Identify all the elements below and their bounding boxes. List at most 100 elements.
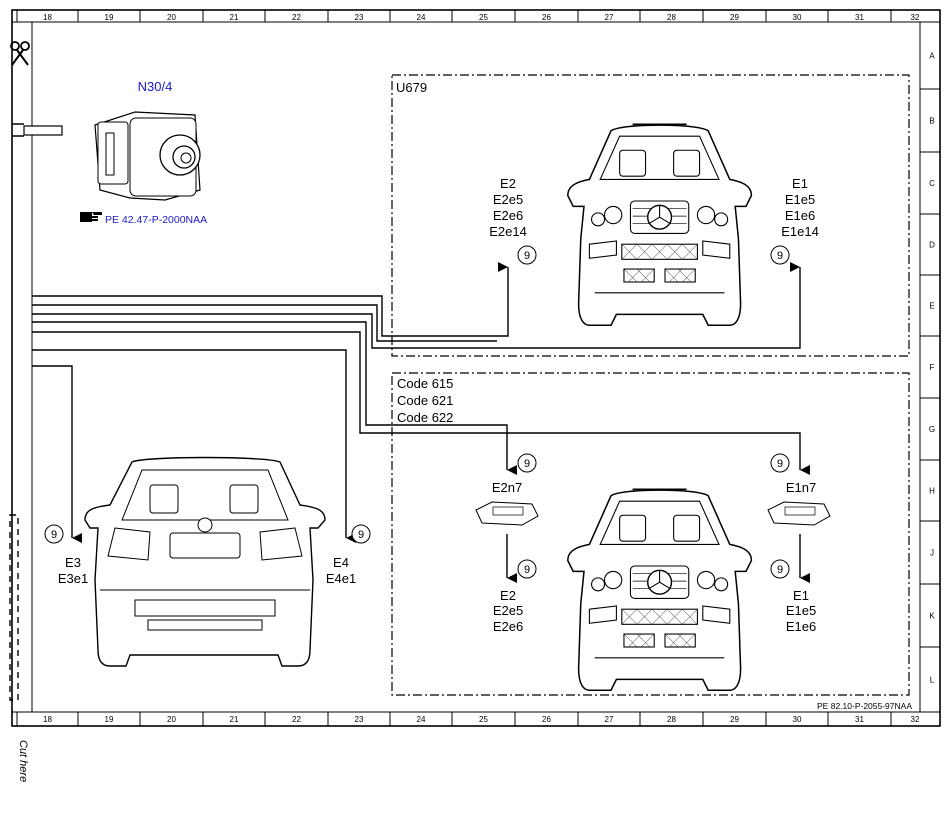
front-vehicle-codes bbox=[566, 488, 753, 692]
row-letter: B bbox=[929, 117, 934, 126]
svg-text:Code 615: Code 615 bbox=[397, 376, 453, 391]
svg-text:9: 9 bbox=[777, 564, 783, 576]
rear-left-ref-circle[interactable]: 9 bbox=[44, 524, 64, 544]
column-number: 27 bbox=[605, 13, 614, 22]
svg-text:E1e6: E1e6 bbox=[786, 619, 816, 634]
row-letter: J bbox=[930, 549, 934, 558]
wire-harness bbox=[32, 262, 810, 583]
rear-right-labels: E4 E4e1 bbox=[326, 555, 356, 586]
column-number: 18 bbox=[43, 715, 52, 724]
rear-right-ref-circle[interactable]: 9 bbox=[351, 524, 371, 544]
code-bottom-right-ref-circle[interactable]: 9 bbox=[770, 559, 790, 579]
u679-left-ref-circle[interactable]: 9 bbox=[517, 245, 537, 265]
column-number: 25 bbox=[479, 13, 488, 22]
column-number: 21 bbox=[230, 13, 239, 22]
column-number: 30 bbox=[793, 13, 802, 22]
row-letter: C bbox=[929, 179, 935, 188]
row-letter: L bbox=[930, 676, 935, 685]
column-number: 22 bbox=[292, 715, 301, 724]
column-number: 20 bbox=[167, 715, 176, 724]
column-number: 29 bbox=[730, 13, 739, 22]
right-control-unit-drawing bbox=[767, 501, 831, 526]
row-letter: K bbox=[929, 612, 935, 621]
column-number: 25 bbox=[479, 715, 488, 724]
svg-text:9: 9 bbox=[524, 564, 530, 576]
pointing-hand-icon bbox=[80, 212, 102, 222]
svg-text:9: 9 bbox=[777, 458, 783, 470]
svg-text:E3: E3 bbox=[65, 555, 81, 570]
u679-box bbox=[391, 74, 910, 357]
svg-text:9: 9 bbox=[358, 529, 364, 541]
right-module-label: E1n7 bbox=[786, 480, 816, 495]
code-left-labels: E2 E2e5 E2e6 bbox=[493, 588, 523, 634]
svg-text:E1e5: E1e5 bbox=[785, 192, 815, 207]
u679-left-labels: E2 E2e5 E2e6 E2e14 bbox=[489, 176, 527, 239]
svg-text:E4: E4 bbox=[333, 555, 349, 570]
cut-strip bbox=[9, 514, 19, 701]
svg-text:E1e14: E1e14 bbox=[781, 224, 819, 239]
left-module-label: E2n7 bbox=[492, 480, 522, 495]
column-number: 32 bbox=[911, 715, 920, 724]
svg-text:E1: E1 bbox=[792, 176, 808, 191]
column-number: 28 bbox=[667, 13, 676, 22]
scissors-icon bbox=[10, 41, 30, 66]
rear-left-labels: E3 E3e1 bbox=[58, 555, 88, 586]
module-id[interactable]: N30/4 bbox=[138, 79, 173, 94]
column-number: 26 bbox=[542, 13, 551, 22]
svg-text:E2e6: E2e6 bbox=[493, 208, 523, 223]
code-right-labels: E1 E1e5 E1e6 bbox=[786, 588, 816, 634]
rear-vehicle bbox=[84, 456, 326, 667]
column-number: 19 bbox=[105, 13, 114, 22]
column-number: 21 bbox=[230, 715, 239, 724]
svg-text:E2e6: E2e6 bbox=[493, 619, 523, 634]
svg-text:E2e14: E2e14 bbox=[489, 224, 527, 239]
row-letter: D bbox=[929, 241, 935, 250]
column-number: 22 bbox=[292, 13, 301, 22]
svg-text:E3e1: E3e1 bbox=[58, 571, 88, 586]
cut-here-label: Cut here bbox=[17, 740, 29, 782]
column-number: 23 bbox=[355, 13, 364, 22]
code-top-left-ref-circle[interactable]: 9 bbox=[517, 453, 537, 473]
svg-text:E1e6: E1e6 bbox=[785, 208, 815, 223]
code-top-right-ref-circle[interactable]: 9 bbox=[770, 453, 790, 473]
column-number: 29 bbox=[730, 715, 739, 724]
code-labels: Code 615 Code 621 Code 622 bbox=[397, 376, 453, 425]
front-vehicle-u679 bbox=[566, 123, 753, 327]
column-number: 31 bbox=[855, 715, 864, 724]
row-letter: F bbox=[930, 363, 935, 372]
column-number: 18 bbox=[43, 13, 52, 22]
column-number: 19 bbox=[105, 715, 114, 724]
column-number: 24 bbox=[417, 715, 426, 724]
column-number: 28 bbox=[667, 715, 676, 724]
svg-text:9: 9 bbox=[51, 529, 57, 541]
row-letter: A bbox=[929, 52, 935, 61]
u679-label: U679 bbox=[396, 80, 427, 95]
code-bottom-left-ref-circle[interactable]: 9 bbox=[517, 559, 537, 579]
document-reference: PE 82.10-P-2055-97NAA bbox=[817, 701, 912, 711]
abs-module-drawing bbox=[94, 111, 201, 201]
sheet-border bbox=[11, 9, 941, 727]
left-control-unit-drawing bbox=[475, 501, 539, 526]
module-reference-link[interactable]: PE 42.47-P-2000NAA bbox=[105, 214, 207, 226]
code-options-box bbox=[391, 372, 910, 696]
u679-right-labels: E1 E1e5 E1e6 E1e14 bbox=[781, 176, 819, 239]
column-number: 32 bbox=[911, 13, 920, 22]
svg-text:Code 621: Code 621 bbox=[397, 393, 453, 408]
u679-right-ref-circle[interactable]: 9 bbox=[770, 245, 790, 265]
row-letter: E bbox=[929, 302, 934, 311]
svg-text:E2e5: E2e5 bbox=[493, 603, 523, 618]
svg-text:E1e5: E1e5 bbox=[786, 603, 816, 618]
row-letter: H bbox=[929, 487, 935, 496]
column-number: 23 bbox=[355, 715, 364, 724]
svg-text:E2: E2 bbox=[500, 176, 516, 191]
svg-text:9: 9 bbox=[524, 250, 530, 262]
column-number: 31 bbox=[855, 13, 864, 22]
connector-stub bbox=[12, 123, 63, 137]
svg-text:E2: E2 bbox=[500, 588, 516, 603]
svg-text:9: 9 bbox=[777, 250, 783, 262]
svg-text:Code 622: Code 622 bbox=[397, 410, 453, 425]
